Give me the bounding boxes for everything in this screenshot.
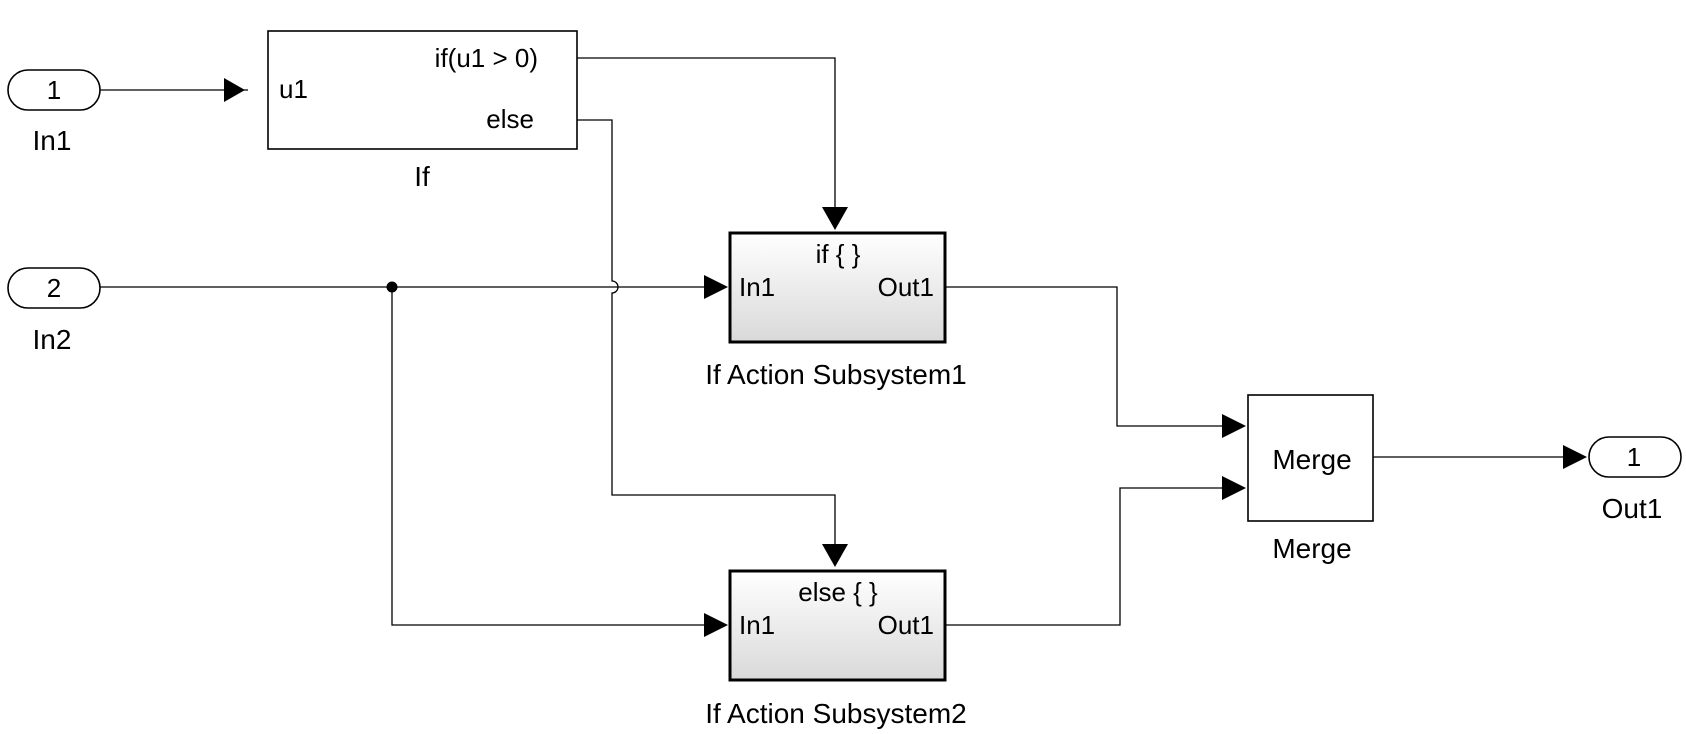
outport-out1-label: Out1 <box>1602 493 1663 524</box>
arrow-merge-input2 <box>1222 476 1246 500</box>
outport-out1[interactable]: 1 Out1 <box>1588 436 1682 524</box>
inport-in1[interactable]: 1 In1 <box>7 69 101 156</box>
branch-point <box>386 281 398 293</box>
if-block[interactable]: u1 if(u1 > 0) else If <box>267 30 578 192</box>
arrow-out1-input <box>1563 445 1587 469</box>
subsystem2-action-label: else { } <box>798 577 878 607</box>
outport-out1-number: 1 <box>1627 442 1641 472</box>
merge-block[interactable]: Merge Merge <box>1247 394 1374 564</box>
subsystem1-label: If Action Subsystem1 <box>705 359 966 390</box>
merge-block-text: Merge <box>1272 444 1351 475</box>
arrowheads <box>224 78 1587 637</box>
inport-in1-number: 1 <box>47 75 61 105</box>
subsystem1-in-port-label: In1 <box>739 272 775 302</box>
wire-in2-branch-to-subsystem2[interactable] <box>391 287 704 626</box>
if-action-subsystem2[interactable]: else { } In1 Out1 If Action Subsystem2 <box>705 569 967 729</box>
subsystem2-out-port-label: Out1 <box>878 610 934 640</box>
if-action-subsystem1[interactable]: if { } In1 Out1 If Action Subsystem1 <box>705 231 967 390</box>
arrow-subsystem2-action <box>822 544 848 567</box>
arrow-subsystem2-input <box>704 613 728 637</box>
wire-subsystem2-to-merge[interactable] <box>945 487 1222 626</box>
signal-lines <box>100 57 1565 626</box>
merge-block-label: Merge <box>1272 533 1351 564</box>
subsystem1-action-label: if { } <box>816 239 861 269</box>
inport-in2[interactable]: 2 In2 <box>7 267 101 355</box>
arrow-subsystem1-action <box>822 207 848 230</box>
subsystem1-out-port-label: Out1 <box>878 272 934 302</box>
if-block-label: If <box>414 161 430 192</box>
subsystem2-label: If Action Subsystem2 <box>705 698 966 729</box>
if-else-port-label: else <box>486 104 534 134</box>
wire-if-true-to-subsystem1[interactable] <box>577 57 836 214</box>
subsystem2-in-port-label: In1 <box>739 610 775 640</box>
arrow-merge-input1 <box>1222 414 1246 438</box>
inport-in2-number: 2 <box>47 273 61 303</box>
wire-if-else-to-subsystem2[interactable] <box>577 119 836 551</box>
inport-in1-label: In1 <box>33 125 72 156</box>
wire-subsystem1-to-merge[interactable] <box>945 286 1222 427</box>
if-condition-port-label: if(u1 > 0) <box>435 43 538 73</box>
if-input-port-label: u1 <box>279 74 308 104</box>
arrow-if-input <box>224 78 245 102</box>
inport-in2-label: In2 <box>33 324 72 355</box>
arrow-subsystem1-input <box>704 275 728 299</box>
